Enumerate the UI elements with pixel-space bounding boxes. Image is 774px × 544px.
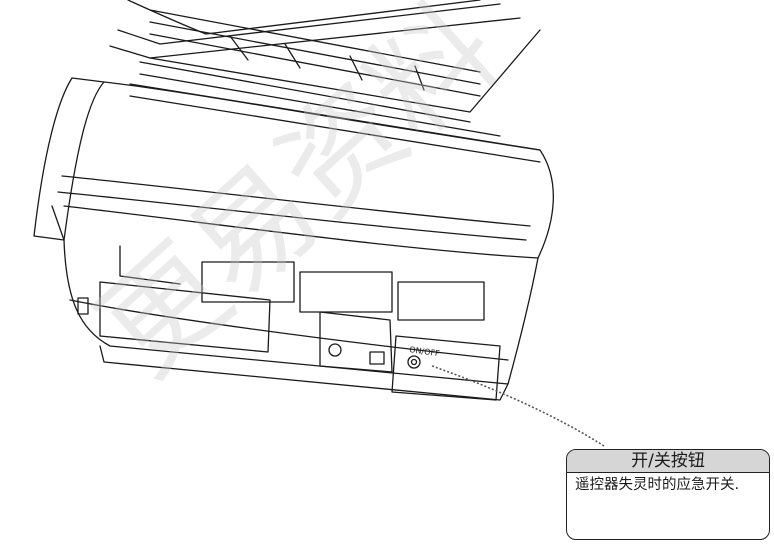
leader-line	[431, 365, 605, 447]
callout-box: 开/关按钮 遥控器失灵时的应急开关.	[566, 449, 770, 540]
callout-title: 开/关按钮	[567, 450, 769, 473]
callout-description: 遥控器失灵时的应急开关.	[575, 477, 740, 493]
watermark: 更易资料	[74, 0, 524, 403]
on-off-label: ON/OFF	[409, 345, 441, 358]
on-off-button	[407, 355, 421, 369]
unit-body	[63, 239, 539, 401]
